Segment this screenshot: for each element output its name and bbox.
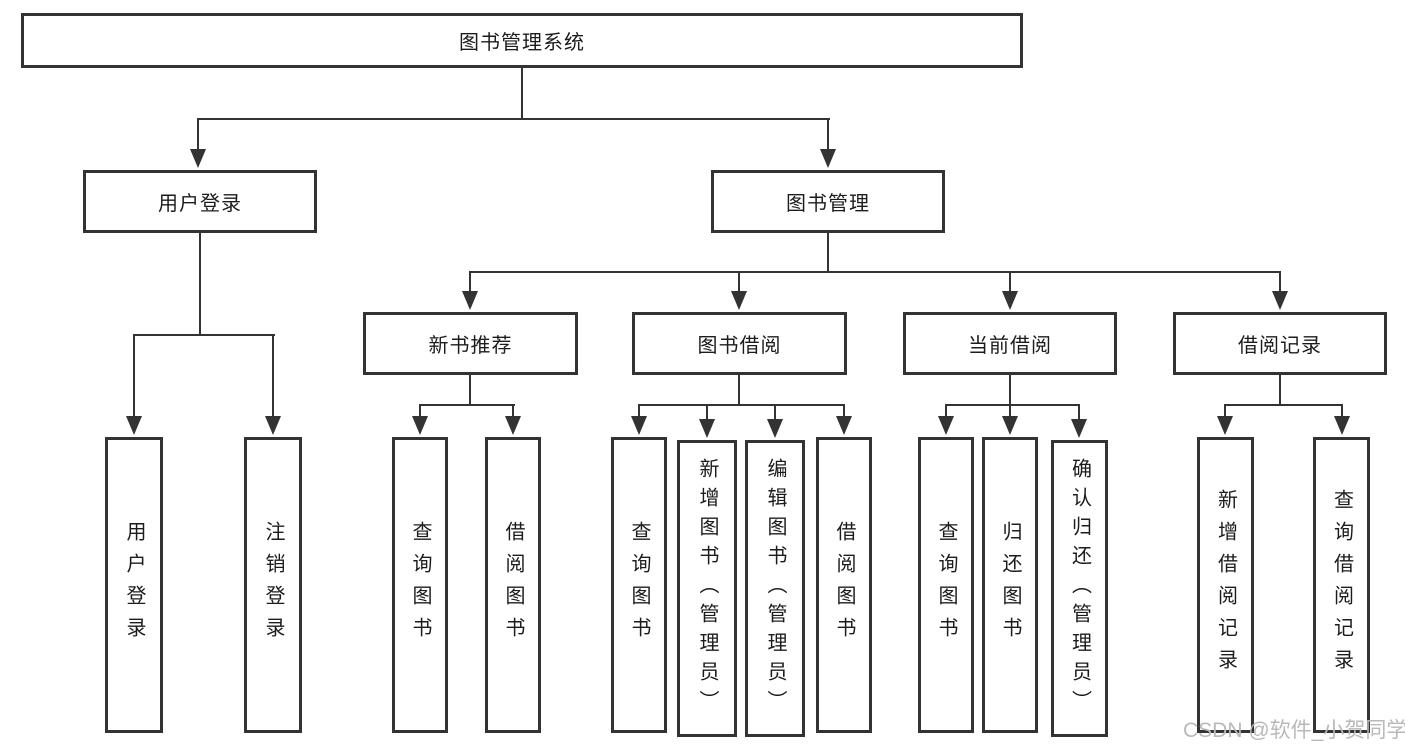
leaf-add-book-admin-label: 新增图书（管理员） [696, 458, 718, 719]
leaf-borrow-book: 借阅图书 [816, 437, 872, 733]
node-current-borrow-label: 当前借阅 [968, 335, 1052, 357]
node-book-management-label: 图书管理 [786, 193, 870, 215]
leaf-query-book-recommend: 查询图书 [392, 437, 448, 733]
connector [419, 404, 421, 420]
connector [1009, 375, 1011, 406]
connector [469, 375, 471, 406]
connector [827, 233, 829, 273]
node-borrow-records: 借阅记录 [1173, 312, 1387, 375]
connector [1279, 271, 1281, 295]
leaf-borrow-book-recommend: 借阅图书 [485, 437, 541, 733]
arrow-down-icon [631, 416, 647, 435]
connector [1009, 271, 1011, 295]
node-user-login-label: 用户登录 [158, 193, 242, 215]
arrow-down-icon [126, 416, 142, 435]
connector [638, 404, 640, 420]
connector [197, 118, 199, 154]
connector [1341, 404, 1343, 420]
leaf-query-borrow-record-label: 查询借阅记录 [1330, 489, 1353, 681]
connector [1224, 404, 1343, 406]
connector [638, 404, 845, 406]
arrow-down-icon [1272, 291, 1288, 310]
node-root: 图书管理系统 [21, 13, 1023, 68]
node-book-borrow: 图书借阅 [632, 312, 847, 375]
connector [199, 233, 201, 336]
leaf-query-borrow-record: 查询借阅记录 [1313, 437, 1370, 733]
leaf-edit-book-admin-label: 编辑图书（管理员） [764, 458, 786, 719]
leaf-return-book-label: 归还图书 [999, 521, 1021, 649]
node-current-borrow: 当前借阅 [903, 312, 1117, 375]
arrow-down-icon [699, 419, 715, 438]
connector [419, 404, 515, 406]
connector [774, 404, 776, 420]
connector [512, 404, 514, 420]
leaf-user-login: 用户登录 [105, 437, 163, 733]
node-new-book-recommend: 新书推荐 [363, 312, 578, 375]
leaf-query-book-recommend-label: 查询图书 [409, 521, 431, 649]
node-book-management: 图书管理 [711, 170, 945, 233]
connector [469, 271, 471, 295]
arrow-down-icon [462, 291, 478, 310]
node-borrow-records-label: 借阅记录 [1238, 335, 1322, 357]
leaf-logout-label: 注销登录 [262, 521, 284, 649]
arrow-down-icon [1334, 416, 1350, 435]
arrow-down-icon [505, 416, 521, 435]
connector [738, 271, 740, 295]
connector [133, 334, 275, 336]
leaf-return-book: 归还图书 [982, 437, 1038, 733]
csdn-watermark: CSDN @软件_小贺同学 [1183, 719, 1405, 742]
leaf-borrow-book-label: 借阅图书 [833, 521, 855, 649]
arrow-down-icon [190, 149, 206, 168]
leaf-add-borrow-record-label: 新增借阅记录 [1214, 489, 1237, 681]
node-root-label: 图书管理系统 [459, 32, 585, 54]
connector [197, 118, 830, 120]
leaf-borrow-book-recommend-label: 借阅图书 [502, 521, 524, 649]
connector [1078, 404, 1080, 420]
connector [272, 334, 274, 420]
arrow-down-icon [938, 416, 954, 435]
arrow-down-icon [731, 291, 747, 310]
leaf-add-borrow-record: 新增借阅记录 [1197, 437, 1254, 733]
connector [1009, 404, 1011, 420]
leaf-confirm-return-admin-label: 确认归还（管理员） [1068, 458, 1091, 719]
arrow-down-icon [836, 416, 852, 435]
leaf-logout: 注销登录 [244, 437, 302, 733]
connector [706, 404, 708, 420]
arrow-down-icon [265, 416, 281, 435]
leaf-user-login-label: 用户登录 [123, 521, 145, 649]
connector [521, 68, 523, 120]
connector [945, 404, 1080, 406]
leaf-confirm-return-admin: 确认归还（管理员） [1051, 440, 1108, 737]
node-book-borrow-label: 图书借阅 [697, 335, 782, 357]
connector [133, 334, 135, 420]
connector [738, 375, 740, 406]
leaf-query-book-borrow: 查询图书 [611, 437, 667, 733]
connector [827, 118, 829, 154]
connector [469, 271, 1281, 273]
connector [843, 404, 845, 420]
connector [1279, 375, 1281, 406]
arrow-down-icon [820, 149, 836, 168]
node-user-login: 用户登录 [83, 170, 317, 233]
leaf-query-book-current-label: 查询图书 [935, 521, 957, 649]
arrow-down-icon [1071, 419, 1087, 438]
node-new-book-recommend-label: 新书推荐 [428, 335, 513, 357]
leaf-query-book-current: 查询图书 [918, 437, 974, 733]
leaf-edit-book-admin: 编辑图书（管理员） [745, 440, 805, 737]
leaf-add-book-admin: 新增图书（管理员） [677, 440, 737, 737]
connector [945, 404, 947, 420]
arrow-down-icon [1002, 291, 1018, 310]
arrow-down-icon [1217, 416, 1233, 435]
leaf-query-book-borrow-label: 查询图书 [628, 521, 650, 649]
arrow-down-icon [1002, 416, 1018, 435]
arrow-down-icon [412, 416, 428, 435]
connector [1224, 404, 1226, 420]
arrow-down-icon [767, 419, 783, 438]
